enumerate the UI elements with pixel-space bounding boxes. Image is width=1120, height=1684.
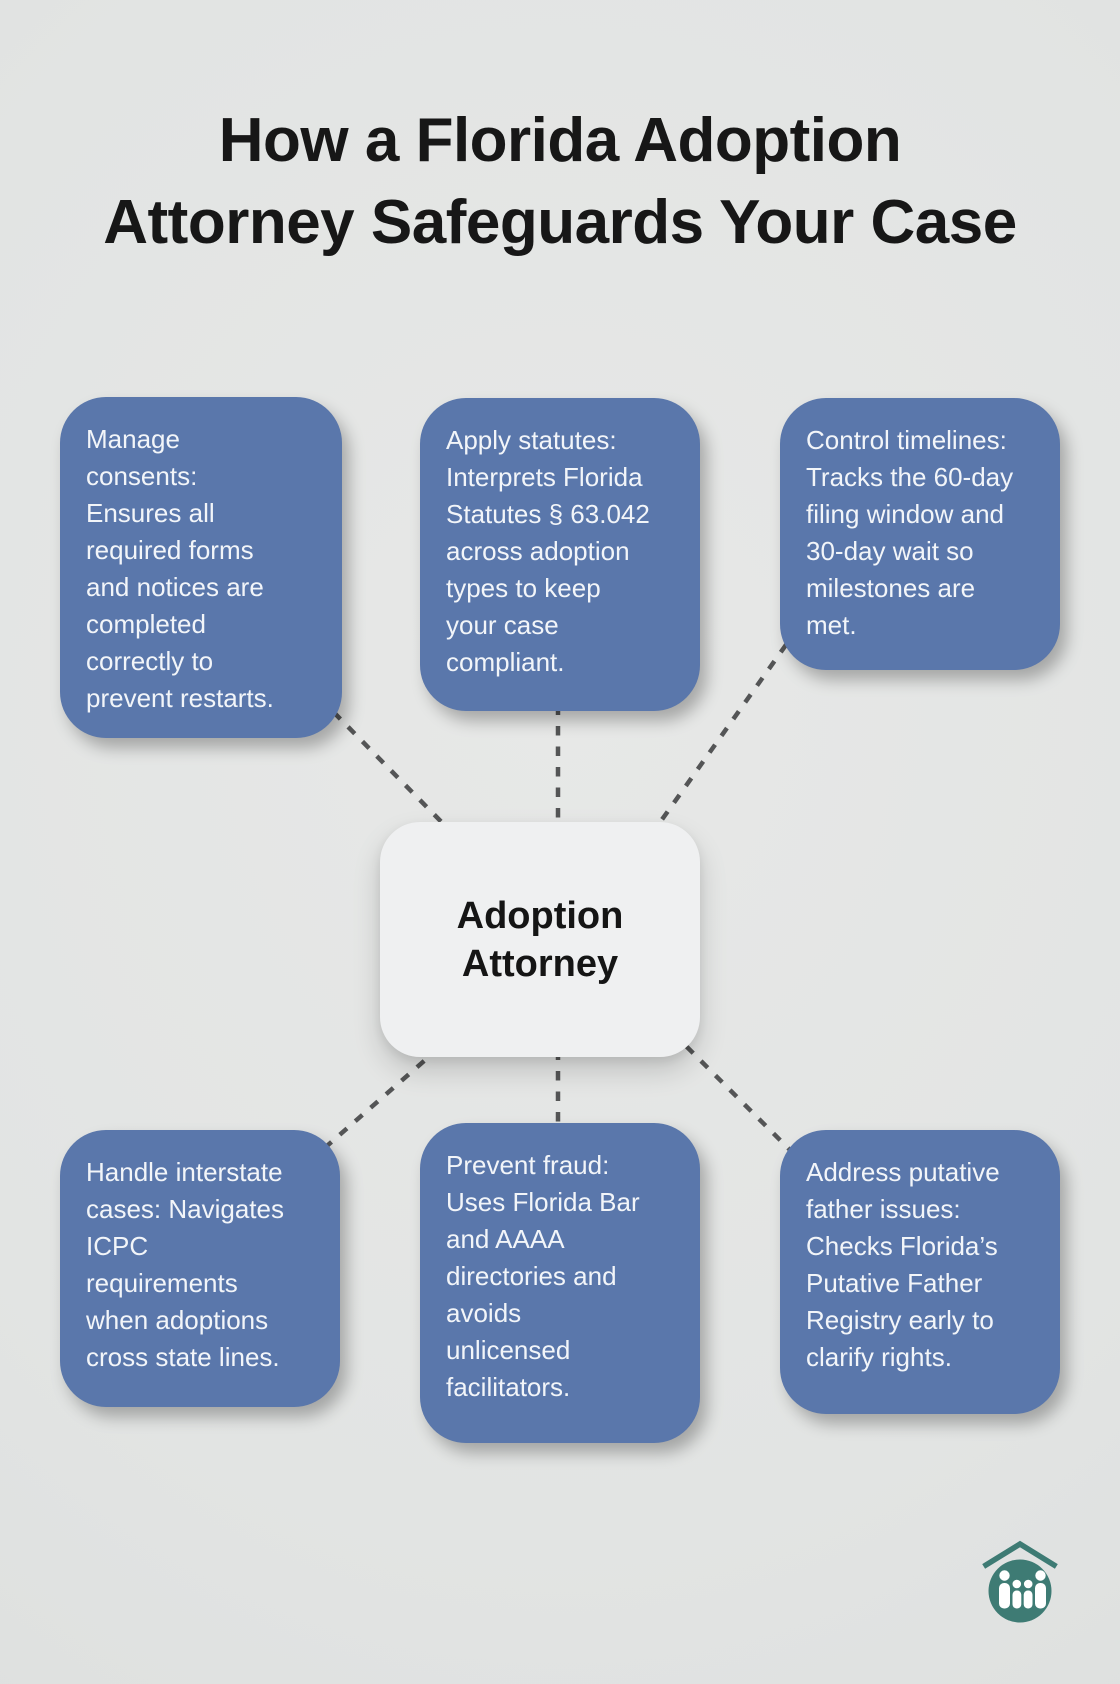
node-control-timelines-text: Control timelines: Tracks the 60-day fil… — [806, 425, 1014, 640]
node-prevent-fraud: Prevent fraud: Uses Florida Bar and AAAA… — [420, 1123, 700, 1443]
node-handle-interstate-cases-text: Handle interstate cases: Navigates ICPC … — [86, 1157, 284, 1372]
node-manage-consents-text: Manage consents: Ensures all required fo… — [86, 424, 274, 713]
brand-logo — [982, 1540, 1058, 1623]
node-control-timelines: Control timelines: Tracks the 60-day fil… — [780, 398, 1060, 670]
roof-icon — [982, 1540, 1058, 1569]
node-address-putative-father-text: Address putative father issues: Checks F… — [806, 1157, 1000, 1372]
page-title: How a Florida Adoption Attorney Safeguar… — [103, 106, 1017, 257]
node-apply-statutes-text: Apply statutes: Interprets Florida Statu… — [446, 425, 650, 677]
node-apply-statutes: Apply statutes: Interprets Florida Statu… — [420, 398, 700, 711]
family-icon — [988, 1559, 1052, 1623]
connector-top-right — [632, 609, 812, 861]
node-prevent-fraud-text: Prevent fraud: Uses Florida Bar and AAAA… — [446, 1150, 640, 1402]
center-node-label: Adoption Attorney — [456, 894, 624, 985]
node-manage-consents: Manage consents: Ensures all required fo… — [60, 397, 342, 738]
center-node-adoption-attorney: Adoption Attorney — [380, 822, 700, 1057]
node-handle-interstate-cases: Handle interstate cases: Navigates ICPC … — [60, 1130, 340, 1407]
node-address-putative-father: Address putative father issues: Checks F… — [780, 1130, 1060, 1414]
